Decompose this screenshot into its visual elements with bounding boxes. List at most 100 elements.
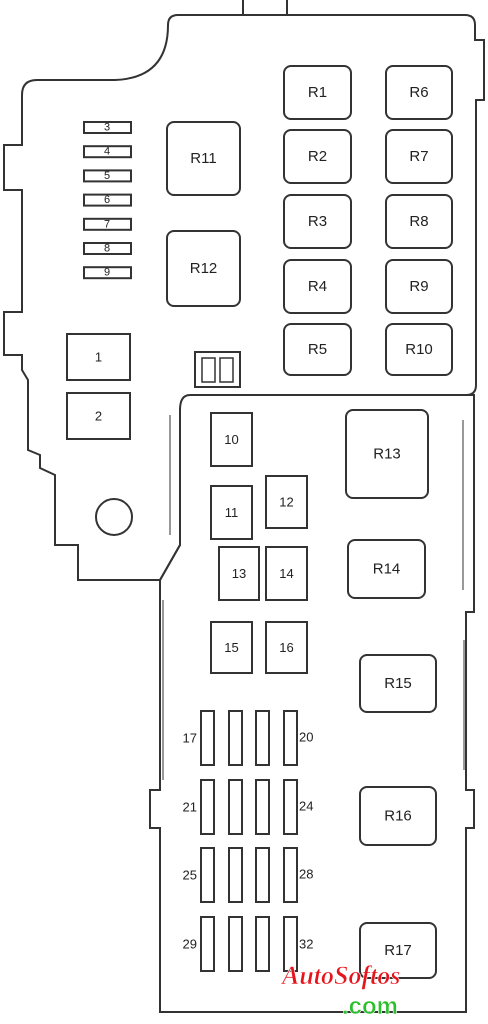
mini-fuse-f5 <box>83 169 132 183</box>
fuse-label-f15: 15 <box>224 640 238 655</box>
blade-fuse-label-f21: 21 <box>183 800 197 815</box>
blade-fuse-label-f25: 25 <box>183 868 197 883</box>
fuse-f15 <box>210 621 253 674</box>
relay-label-r3: R3 <box>308 213 327 230</box>
watermark-domain: .com <box>342 993 398 1020</box>
relay-label-r2: R2 <box>308 148 327 165</box>
mini-fuse-f8 <box>83 242 132 255</box>
mini-fuse-label-f7: 7 <box>104 218 110 230</box>
fuse-label-f14: 14 <box>279 566 293 581</box>
blade-fuse <box>283 916 298 972</box>
blade-fuse-label-f28: 28 <box>299 867 313 882</box>
fuse-label-f2: 2 <box>95 409 102 424</box>
mini-fuse-f3 <box>83 121 132 134</box>
relay-label-r9: R9 <box>409 278 428 295</box>
relay-r13 <box>345 409 429 499</box>
relay-r8 <box>385 194 453 249</box>
fuse-f10 <box>210 412 253 467</box>
mini-fuse-f4 <box>83 145 132 159</box>
fuse-label-f11: 11 <box>225 505 239 520</box>
mini-fuse-label-f6: 6 <box>104 194 110 206</box>
blade-fuse <box>228 710 243 766</box>
relay-label-r12: R12 <box>190 260 218 277</box>
fuse-f11 <box>210 485 253 540</box>
blade-fuse <box>255 710 270 766</box>
relay-label-r16: R16 <box>384 808 412 825</box>
fuse-label-f16: 16 <box>279 640 293 655</box>
relay-label-r6: R6 <box>409 84 428 101</box>
mini-fuse-label-f4: 4 <box>104 146 110 158</box>
relay-label-r11: R11 <box>190 150 216 167</box>
relay-label-r5: R5 <box>308 341 327 358</box>
relay-label-r14: R14 <box>373 561 401 578</box>
mini-fuse-f9 <box>83 266 132 280</box>
mini-fuse-f7 <box>83 217 132 231</box>
relay-label-r10: R10 <box>405 341 433 358</box>
blade-fuse <box>228 779 243 835</box>
relay-r2 <box>283 129 352 184</box>
housing-detail <box>162 415 465 780</box>
mini-fuse-label-f5: 5 <box>104 170 110 182</box>
fuse-f1 <box>66 333 131 381</box>
fuse-window <box>194 351 241 388</box>
relay-r11 <box>166 121 241 196</box>
watermark-brand: AutoSoftos <box>280 961 401 990</box>
relay-r15 <box>359 654 437 713</box>
blade-fuse <box>255 916 270 972</box>
mini-fuse-label-f3: 3 <box>104 122 110 134</box>
top-connector-tab <box>242 0 288 15</box>
blade-fuse-label-f20: 20 <box>299 730 313 745</box>
mounting-hole <box>95 498 133 536</box>
blade-fuse <box>200 710 215 766</box>
blade-fuse <box>283 779 298 835</box>
relay-r1 <box>283 65 352 120</box>
fuse-window-slot <box>219 357 234 383</box>
blade-fuse <box>200 779 215 835</box>
relay-r12 <box>166 230 241 307</box>
blade-fuse <box>283 710 298 766</box>
fuse-f16 <box>265 621 308 674</box>
relay-label-r1: R1 <box>308 84 327 101</box>
watermark: AutoSoftos .com <box>280 961 401 1021</box>
fuse-label-f10: 10 <box>224 432 238 447</box>
fuse-label-f12: 12 <box>279 495 293 510</box>
relay-label-r15: R15 <box>384 675 412 692</box>
relay-r6 <box>385 65 453 120</box>
fuse-label-f13: 13 <box>232 566 246 581</box>
relay-r10 <box>385 323 453 376</box>
relay-label-r17: R17 <box>384 942 412 959</box>
blade-fuse <box>228 847 243 903</box>
blade-fuse-label-f17: 17 <box>183 731 197 746</box>
blade-fuse <box>283 847 298 903</box>
relay-r17 <box>359 922 437 979</box>
blade-fuse <box>255 847 270 903</box>
mini-fuse-f6 <box>83 193 132 207</box>
relay-r5 <box>283 323 352 376</box>
relay-label-r4: R4 <box>308 278 327 295</box>
blade-fuse <box>228 916 243 972</box>
relay-label-r7: R7 <box>409 148 428 165</box>
fuse-f14 <box>265 546 308 601</box>
blade-fuse-label-f32: 32 <box>299 937 313 952</box>
upper-housing-outline <box>3 14 485 581</box>
relay-label-r8: R8 <box>409 213 428 230</box>
fuse-f13 <box>218 546 260 601</box>
lower-housing-outline <box>149 394 475 1013</box>
fuse-f2 <box>66 392 131 440</box>
relay-r4 <box>283 259 352 314</box>
relay-r16 <box>359 786 437 846</box>
relay-r14 <box>347 539 426 599</box>
blade-fuse <box>200 847 215 903</box>
blade-fuse-label-f29: 29 <box>183 937 197 952</box>
relay-label-r13: R13 <box>373 446 401 463</box>
blade-fuse <box>200 916 215 972</box>
blade-fuse-label-f24: 24 <box>299 799 313 814</box>
fuse-label-f1: 1 <box>95 350 102 365</box>
relay-r9 <box>385 259 453 314</box>
fuse-window-slot <box>201 357 216 383</box>
blade-fuse <box>255 779 270 835</box>
relay-r7 <box>385 129 453 184</box>
relay-r3 <box>283 194 352 249</box>
mini-fuse-label-f9: 9 <box>104 267 110 279</box>
